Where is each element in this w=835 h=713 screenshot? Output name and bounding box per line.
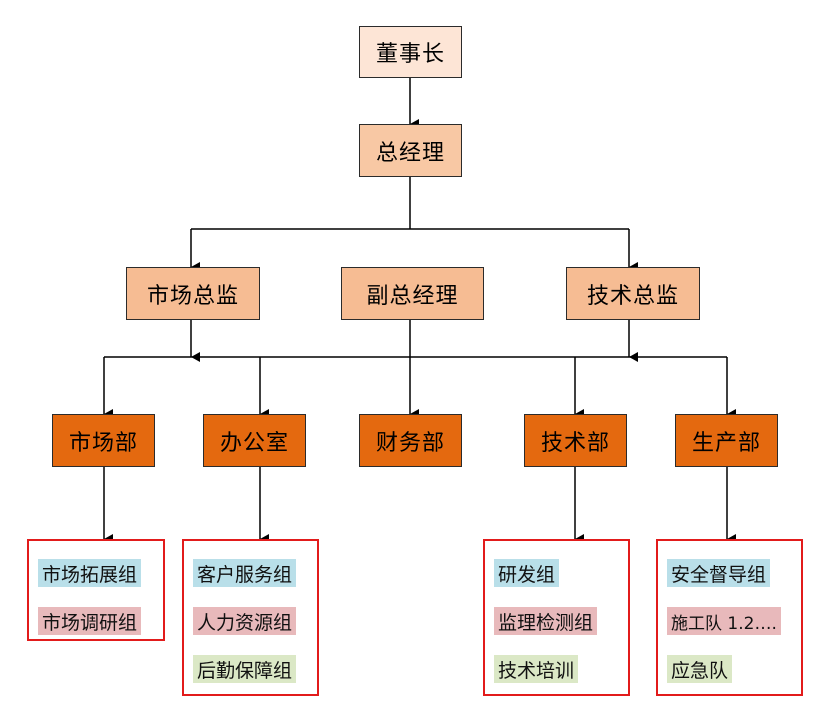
deputy-gm-label: 副总经理 <box>366 283 459 309</box>
deputy-gm-box: 副总经理 <box>341 267 484 320</box>
tech-dept-label: 技术部 <box>540 430 610 456</box>
production-dept-label: 生产部 <box>691 430 761 456</box>
group-item: 市场调研组 <box>38 607 142 635</box>
chairman-label: 董事长 <box>375 42 445 67</box>
general-manager-label: 总经理 <box>375 140 445 166</box>
office-groups-panel: 客户服务组 人力资源组 后勤保障组 <box>182 539 319 696</box>
tech-dept-box: 技术部 <box>524 414 627 467</box>
marketing-director-box: 市场总监 <box>126 267 260 320</box>
group-item: 人力资源组 <box>193 607 297 635</box>
group-item: 监理检测组 <box>494 607 598 635</box>
production-dept-box: 生产部 <box>675 414 778 467</box>
group-item: 安全督导组 <box>667 559 771 587</box>
market-dept-box: 市场部 <box>52 414 155 467</box>
tech-groups-panel: 研发组 监理检测组 技术培训 <box>483 539 630 696</box>
group-item: 后勤保障组 <box>193 655 297 683</box>
office-dept-label: 办公室 <box>219 430 289 456</box>
finance-dept-box: 财务部 <box>359 414 462 467</box>
group-item: 施工队 1.2…. <box>667 607 781 635</box>
chairman-box: 董事长 <box>359 26 462 78</box>
marketing-director-label: 市场总监 <box>146 283 239 309</box>
technical-director-box: 技术总监 <box>566 267 700 320</box>
group-item: 应急队 <box>667 655 733 683</box>
office-dept-box: 办公室 <box>203 414 306 467</box>
production-groups-panel: 安全督导组 施工队 1.2…. 应急队 <box>656 539 803 696</box>
market-dept-label: 市场部 <box>68 430 138 456</box>
technical-director-label: 技术总监 <box>586 283 679 309</box>
group-item: 客户服务组 <box>193 559 297 587</box>
group-item: 研发组 <box>494 559 560 587</box>
group-item: 市场拓展组 <box>38 559 142 587</box>
finance-dept-label: 财务部 <box>375 430 445 456</box>
group-item: 技术培训 <box>494 655 579 683</box>
general-manager-box: 总经理 <box>359 124 462 177</box>
market-groups-panel: 市场拓展组 市场调研组 <box>27 539 165 641</box>
